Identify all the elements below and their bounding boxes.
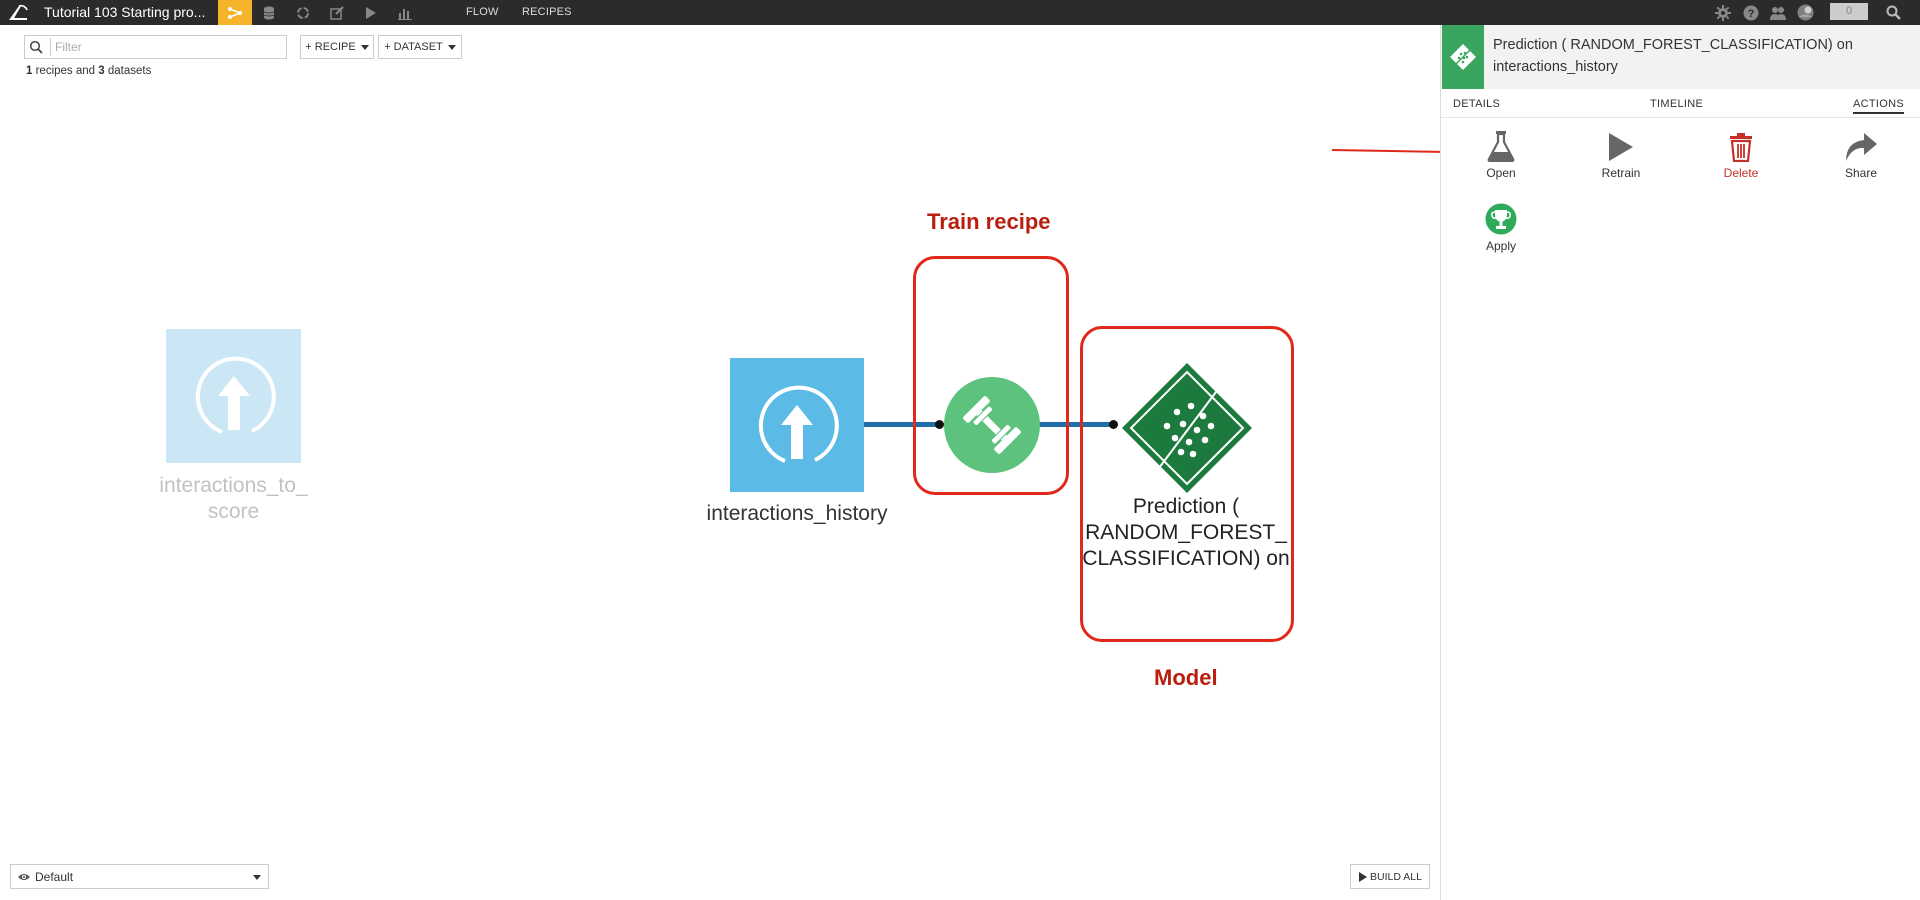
dataset-label-line: score	[207, 500, 260, 523]
flow-edge	[864, 422, 940, 427]
help-icon[interactable]: ?	[1741, 3, 1760, 22]
apply-action-button[interactable]: Apply	[1456, 201, 1546, 253]
tab-timeline[interactable]: TIMELINE	[1650, 98, 1704, 110]
share-action-label: Share	[1844, 166, 1878, 180]
model-label-line: RANDOM_FOREST_	[1085, 521, 1287, 544]
tab-recipes[interactable]: RECIPES	[522, 6, 572, 18]
view-select[interactable]: Default	[10, 864, 269, 889]
dataset-node-interactions-history[interactable]	[730, 358, 864, 492]
share-action-button[interactable]: Share	[1816, 128, 1906, 180]
model-label-line: Prediction (	[1132, 495, 1240, 518]
model-annotation: Model	[1154, 665, 1218, 690]
datasets-nav-icon[interactable]	[252, 0, 286, 25]
project-title[interactable]: Tutorial 103 Starting pro...	[44, 4, 206, 20]
datasets-count: 3	[98, 65, 105, 77]
edge-connector-dot	[1109, 420, 1118, 429]
tab-flow[interactable]: FLOW	[466, 6, 499, 18]
datasets-text: datasets	[104, 65, 152, 77]
tab-actions[interactable]: ACTIONS	[1853, 98, 1904, 114]
notifications-count[interactable]: 0	[1830, 3, 1868, 20]
search-icon[interactable]	[1884, 3, 1903, 22]
delete-action-button[interactable]: Delete	[1696, 128, 1786, 180]
dataset-node-interactions-to-score[interactable]	[166, 329, 301, 463]
tab-details[interactable]: DETAILS	[1453, 98, 1501, 110]
upload-icon	[758, 385, 839, 463]
dataset-label-interactions-history: interactions_history	[706, 502, 888, 525]
filter-separator	[50, 38, 51, 56]
gear-icon[interactable]	[1713, 3, 1732, 22]
flow-summary: 1 recipes and 3 datasets	[26, 65, 151, 77]
share-icon	[1846, 133, 1877, 161]
model-highlight	[1080, 326, 1294, 642]
panel-tabs-divider	[1441, 117, 1920, 118]
svg-text:?: ?	[1747, 8, 1754, 20]
play-icon	[1359, 871, 1368, 882]
dataiku-logo[interactable]	[7, 3, 29, 22]
flask-icon	[1487, 131, 1515, 162]
recipes-count: 1	[26, 65, 33, 77]
delete-action-label: Delete	[1723, 166, 1759, 180]
open-action-button[interactable]: Open	[1456, 128, 1546, 180]
models-nav-icon[interactable]	[286, 0, 320, 25]
model-label-line: CLASSIFICATION) on	[1082, 547, 1290, 570]
build-all-button[interactable]: BUILD ALL	[1350, 864, 1430, 889]
jobs-nav-icon[interactable]	[354, 0, 388, 25]
add-recipe-label: + RECIPE	[305, 41, 356, 53]
chevron-down-icon	[447, 44, 456, 50]
model-label: Prediction ( RANDOM_FOREST_ CLASSIFICATI…	[1075, 494, 1297, 572]
train-recipe-node[interactable]	[944, 377, 1040, 473]
dataset-label-interactions-to-score: interactions_to_ score	[130, 473, 337, 525]
right-panel: Prediction ( RANDOM_FOREST_CLASSIFICATIO…	[1440, 25, 1920, 900]
edge-connector-dot	[935, 420, 944, 429]
retrain-action-button[interactable]: Retrain	[1576, 128, 1666, 180]
model-node[interactable]	[1119, 360, 1255, 496]
build-all-label: BUILD ALL	[1370, 870, 1422, 883]
search-icon	[29, 40, 43, 54]
trash-icon	[1730, 133, 1752, 162]
filter-box	[24, 35, 287, 59]
filter-input[interactable]	[55, 38, 275, 56]
upload-icon	[195, 356, 276, 434]
chevron-down-icon	[253, 875, 261, 880]
notebooks-nav-icon[interactable]	[320, 0, 354, 25]
panel-header: Prediction ( RANDOM_FOREST_CLASSIFICATIO…	[1441, 25, 1920, 89]
panel-title: Prediction ( RANDOM_FOREST_CLASSIFICATIO…	[1493, 37, 1853, 75]
model-icon	[1442, 25, 1484, 89]
train-recipe-highlight	[913, 256, 1069, 495]
view-select-value: Default	[35, 869, 74, 884]
dashboards-nav-icon[interactable]	[388, 0, 422, 25]
dataset-label-line: interactions_to_	[159, 474, 308, 497]
chevron-down-icon	[360, 44, 369, 50]
add-dataset-label: + DATASET	[384, 41, 443, 53]
recipes-text: recipes and	[32, 65, 99, 77]
add-recipe-button[interactable]: + RECIPE	[300, 35, 374, 59]
users-icon[interactable]	[1768, 3, 1787, 22]
flow-nav-icon[interactable]	[218, 0, 252, 25]
flow-edge	[1036, 422, 1114, 427]
train-recipe-annotation: Train recipe	[927, 209, 1051, 234]
retrain-action-label: Retrain	[1601, 166, 1641, 180]
add-dataset-button[interactable]: + DATASET	[378, 35, 462, 59]
play-icon	[1609, 133, 1633, 161]
user-avatar-icon[interactable]	[1796, 3, 1815, 22]
top-bar: Tutorial 103 Starting pro... FLOW RECIPE…	[0, 0, 1920, 25]
dumbbell-icon	[963, 396, 1021, 454]
trophy-icon	[1485, 203, 1517, 235]
apply-action-label: Apply	[1485, 239, 1517, 253]
open-action-label: Open	[1486, 166, 1516, 180]
eye-icon	[18, 873, 30, 880]
